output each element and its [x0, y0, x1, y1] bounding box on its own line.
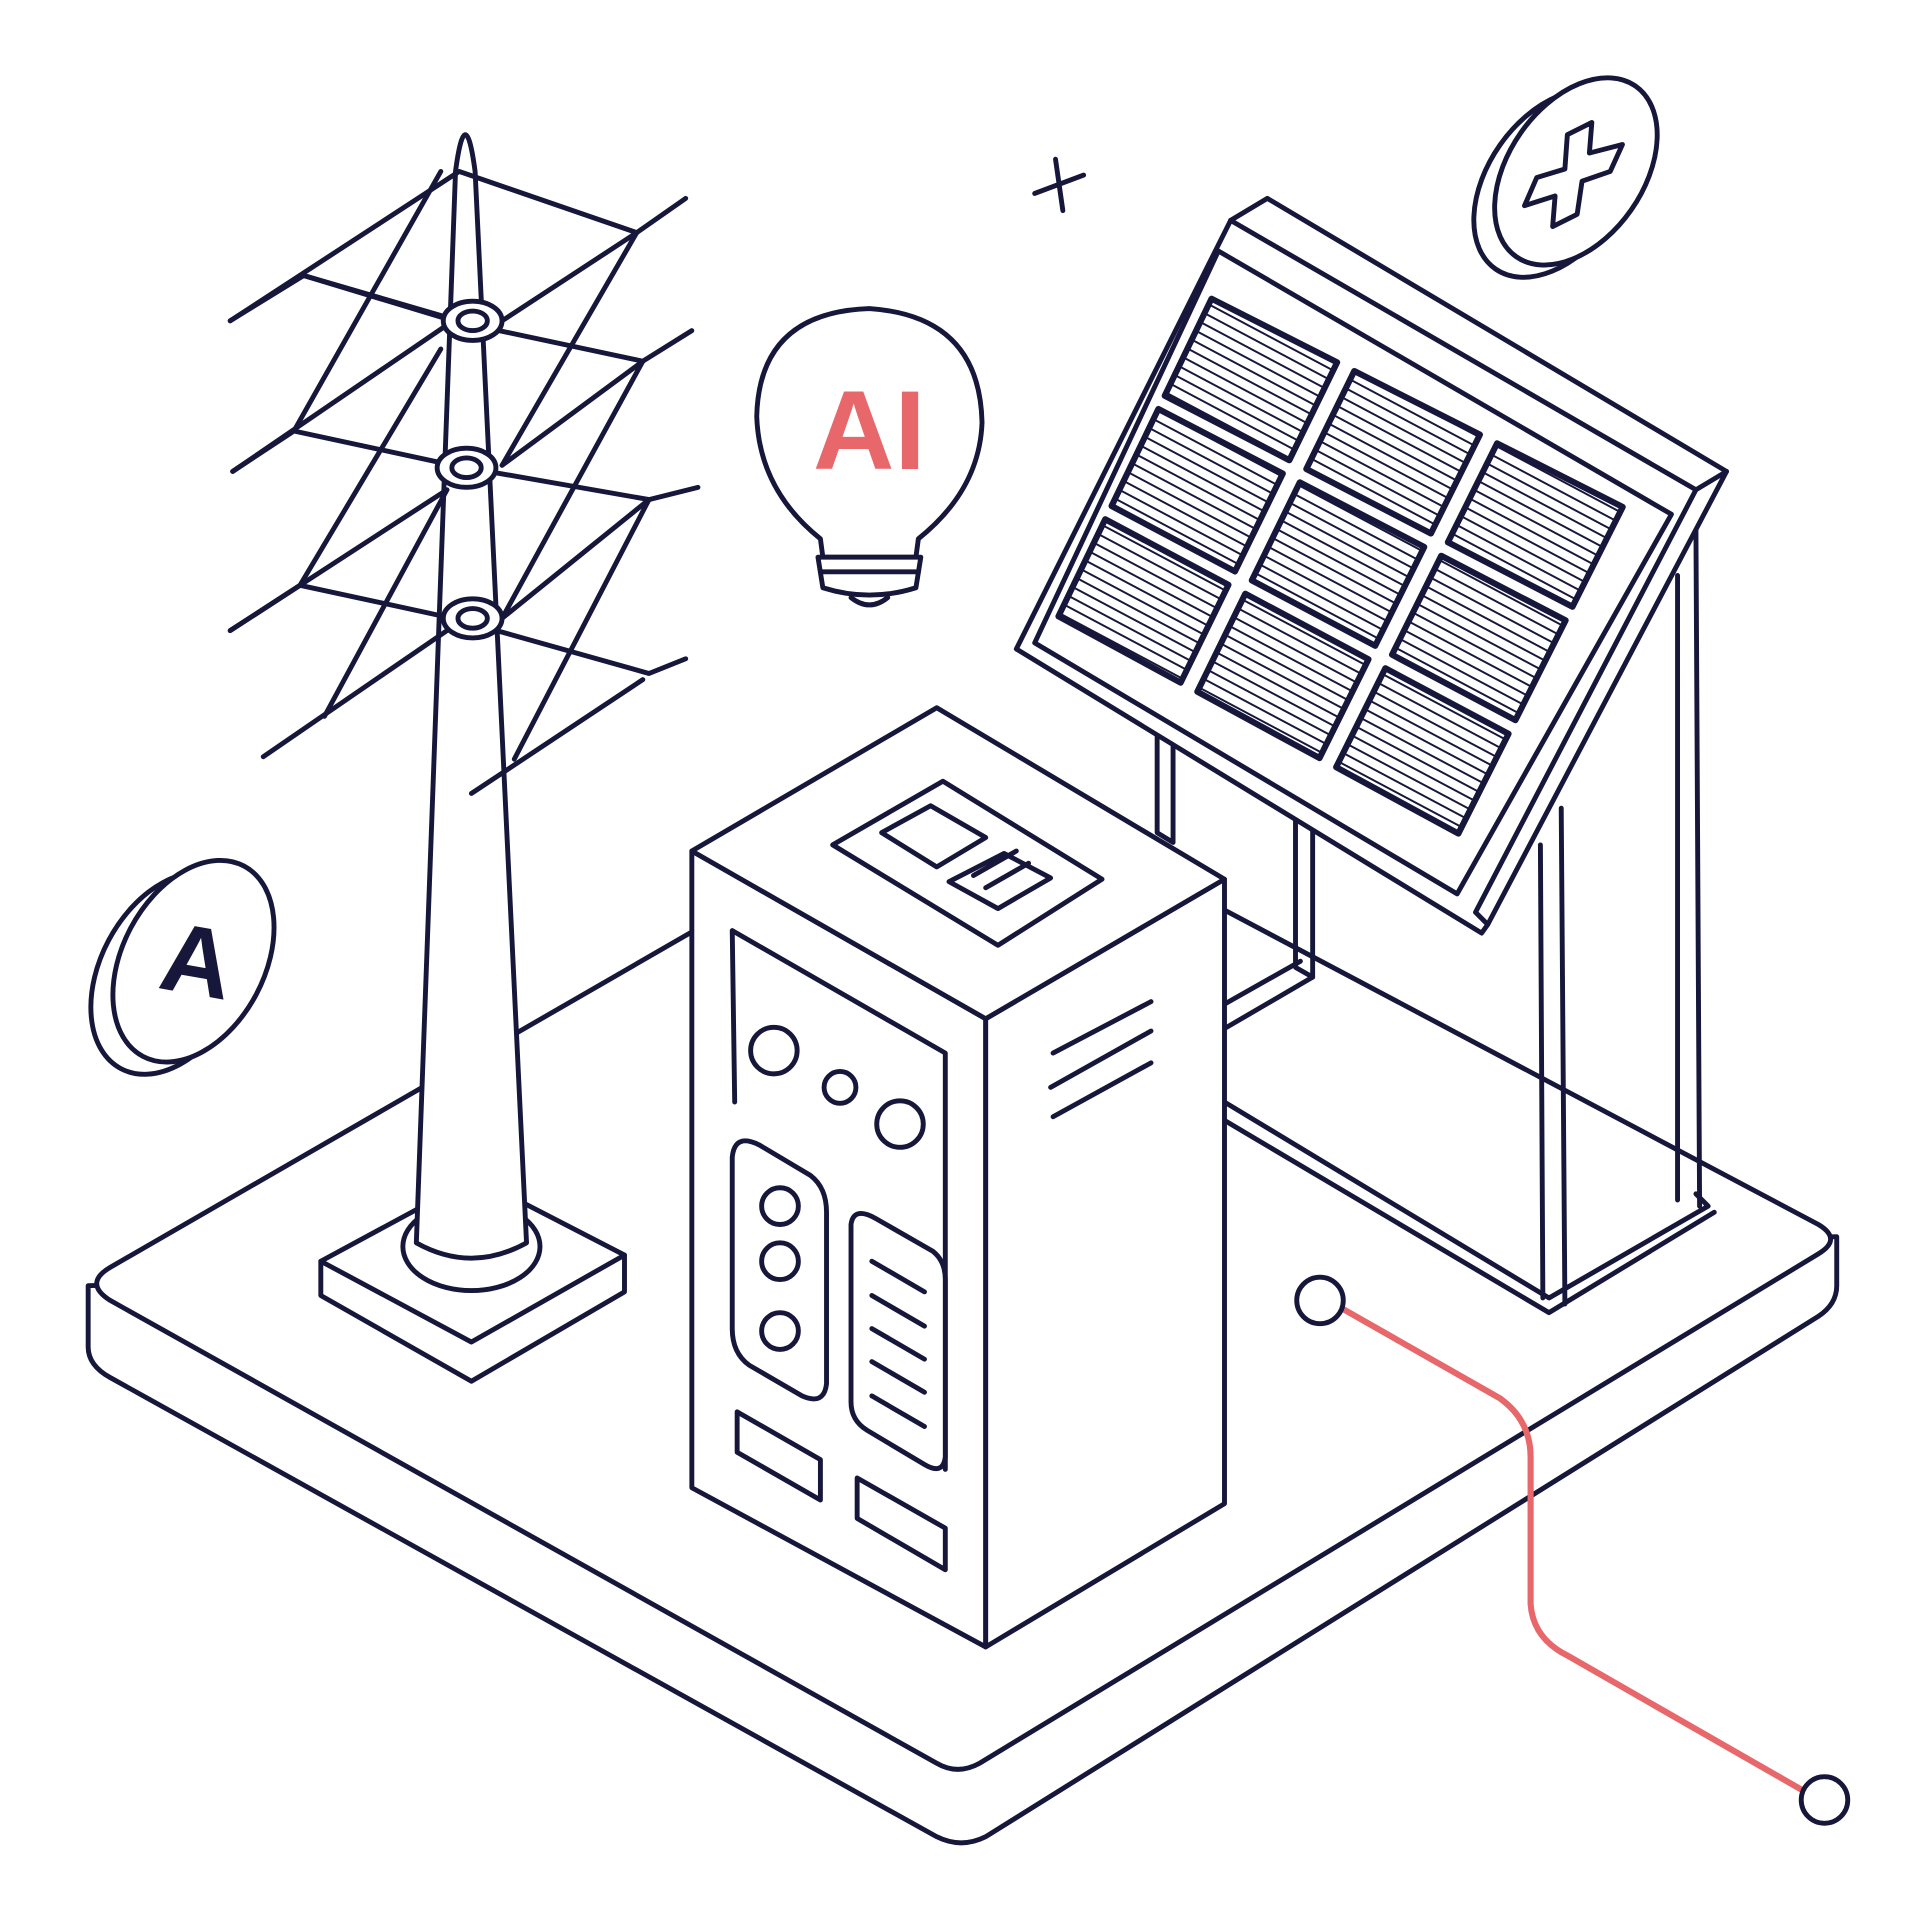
- sparkle-icon: [1032, 156, 1087, 214]
- solar-cell: [1333, 665, 1512, 837]
- letter-coin-icon: A: [88, 857, 277, 1077]
- red-drive-bay: [734, 1409, 823, 1503]
- control-knob[interactable]: [759, 1240, 801, 1283]
- red-drive-bay: [854, 1475, 948, 1573]
- solar-cell: [1303, 367, 1483, 537]
- control-knob[interactable]: [759, 1185, 801, 1227]
- solar-cells: [1055, 295, 1626, 837]
- solar-panel-icon: [1013, 195, 1729, 1316]
- server-cabinet-icon: [689, 705, 1227, 1650]
- solar-cell: [1194, 590, 1372, 762]
- wire-connector-icon: [1294, 1274, 1851, 1826]
- solar-cell: [1108, 405, 1286, 575]
- vent-slots: [1048, 999, 1154, 1120]
- solar-cell: [1161, 295, 1341, 464]
- solar-cell: [1388, 552, 1569, 724]
- tower-insulator-rings: [434, 298, 505, 641]
- control-knob[interactable]: [759, 1310, 801, 1352]
- wire-endpoint: [1294, 1274, 1346, 1327]
- red-indicator-light: [874, 1098, 926, 1150]
- power-button[interactable]: [821, 1068, 859, 1106]
- ai-label: AI: [813, 367, 926, 493]
- plus-coin-icon: [1471, 75, 1660, 280]
- solar-cell: [1055, 516, 1232, 686]
- solar-cell: [1444, 440, 1626, 610]
- lightbulb-icon: AI: [754, 306, 985, 608]
- wire-endpoint: [1798, 1774, 1851, 1826]
- solar-cell: [1248, 479, 1428, 649]
- red-indicator-light: [748, 1024, 800, 1077]
- transmission-tower-icon: [227, 132, 701, 1384]
